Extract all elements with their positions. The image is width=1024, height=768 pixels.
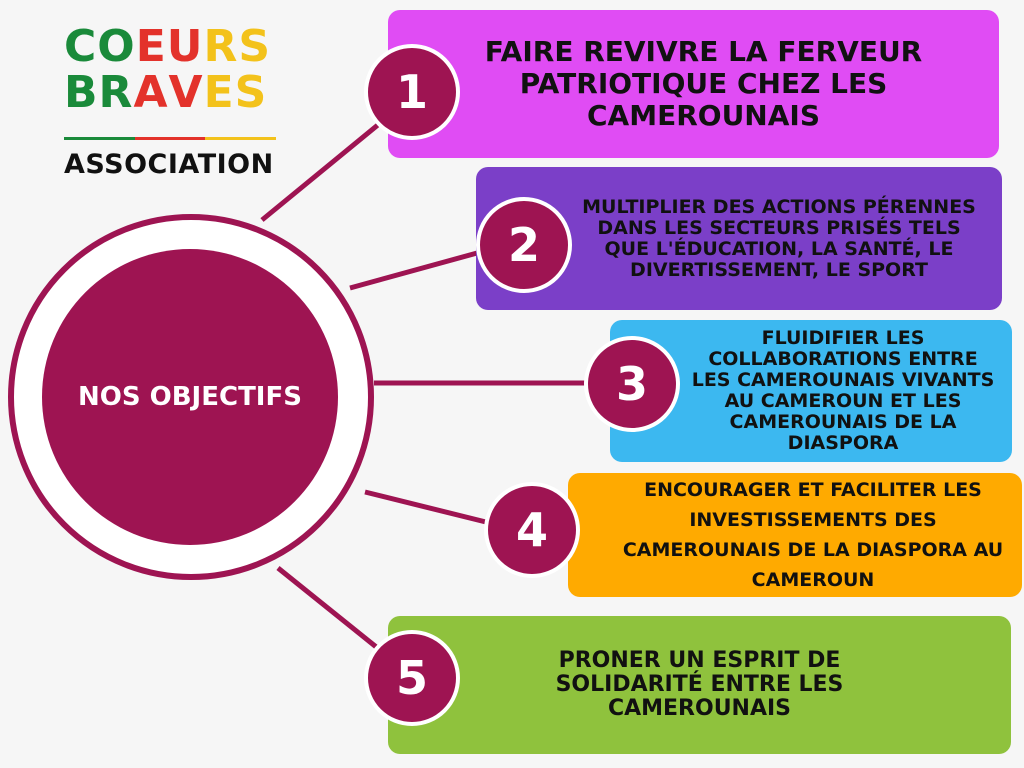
logo-letter: V (168, 67, 204, 118)
logo-letter: O (97, 21, 136, 72)
logo-letter: S (238, 21, 272, 72)
objective-number-badge-2: 2 (476, 197, 572, 293)
connector-line-1 (260, 113, 392, 222)
objective-text-2: Multiplier des actions pérennes dans les… (582, 195, 976, 281)
logo-letter: E (203, 67, 235, 118)
logo-word-braves: BRAVES (64, 70, 284, 116)
logo-letter: U (166, 21, 204, 72)
objective-card-3: Fluidifier les collaborations entre les … (610, 320, 1012, 462)
objective-text-4: Encourager et faciliter les investisseme… (622, 479, 1004, 591)
hub-label: NOS OBJECTIFS (78, 382, 302, 412)
logo-letter: B (64, 67, 99, 118)
logo-letter: R (98, 67, 134, 118)
logo-word-coeurs: COEURS (64, 24, 284, 70)
objective-number-badge-4: 4 (484, 482, 580, 578)
objective-text-1: Faire revivre la ferveur patriotique che… (484, 35, 923, 132)
objective-number-badge-3: 3 (584, 336, 680, 432)
objective-text-5: Proner un esprit de solidarité entre les… (555, 648, 844, 721)
logo-bar-segment (134, 137, 206, 140)
logo-letter: S (234, 67, 268, 118)
objective-number-badge-1: 1 (364, 44, 460, 140)
logo-bar-segment (205, 137, 277, 140)
logo-letter: A (133, 67, 169, 118)
objective-card-1: Faire revivre la ferveur patriotique che… (388, 10, 999, 158)
objective-number-badge-5: 5 (364, 630, 460, 726)
logo-subtitle: ASSOCIATION (64, 149, 274, 180)
objective-card-5: Proner un esprit de solidarité entre les… (388, 616, 1011, 754)
hub-circle: NOS OBJECTIFS (42, 249, 338, 545)
objective-text-3: Fluidifier les collaborations entre les … (691, 327, 995, 454)
logo-letter: E (135, 21, 167, 72)
logo-bar-segment (64, 137, 135, 140)
connector-line-2 (349, 247, 489, 291)
objective-card-4: Encourager et faciliter les investisseme… (568, 473, 1022, 597)
logo-tricolor-bar (64, 137, 277, 140)
logo-letter: C (64, 21, 98, 72)
connector-line-4 (364, 489, 499, 528)
logo-letter: R (203, 21, 239, 72)
association-logo: COEURS BRAVES ASSOCIATION (64, 24, 284, 180)
connector-line-5 (276, 566, 382, 652)
